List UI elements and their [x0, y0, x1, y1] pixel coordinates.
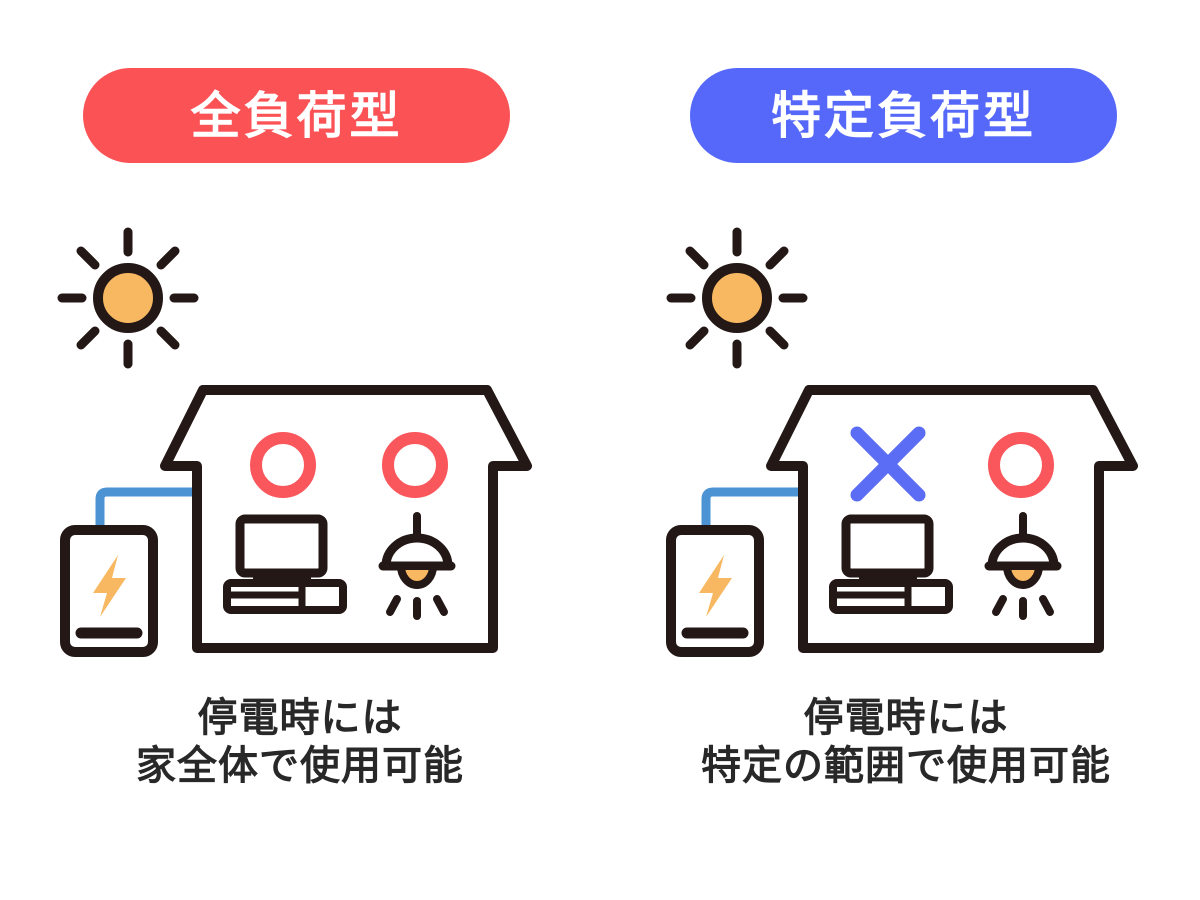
- caption-line: 停電時には: [803, 696, 1009, 740]
- sun-icon: [666, 227, 808, 369]
- power-cable: [95, 487, 204, 539]
- full-load-scene: [57, 227, 532, 657]
- full-load-badge: 全負荷型: [83, 68, 510, 163]
- caption-line: 家全体で使用可能: [136, 744, 464, 788]
- caption-line: 停電時には: [197, 696, 403, 740]
- caption-line: 特定の範囲で使用可能: [701, 744, 1111, 788]
- specific-load-scene: [666, 227, 1138, 657]
- sun-icon: [57, 227, 199, 369]
- circle-usable-mark: [382, 432, 448, 498]
- full-load-caption: 停電時には 家全体で使用可能: [0, 694, 600, 790]
- lightning-bolt-icon: [699, 555, 732, 617]
- circle-usable-mark: [988, 432, 1054, 498]
- specific-load-caption: 停電時には 特定の範囲で使用可能: [606, 694, 1200, 790]
- tv-icon: [223, 514, 347, 614]
- specific-load-badge: 特定負荷型: [690, 68, 1117, 163]
- battery-icon: [666, 525, 764, 657]
- circle-usable-mark: [250, 432, 316, 498]
- pendant-lamp-icon: [984, 512, 1062, 620]
- pendant-lamp-icon: [378, 512, 456, 620]
- cross-not-usable-mark: [850, 426, 926, 502]
- power-cable: [701, 487, 810, 539]
- lightning-bolt-icon: [93, 555, 126, 617]
- tv-icon: [829, 514, 953, 614]
- battery-icon: [60, 525, 158, 657]
